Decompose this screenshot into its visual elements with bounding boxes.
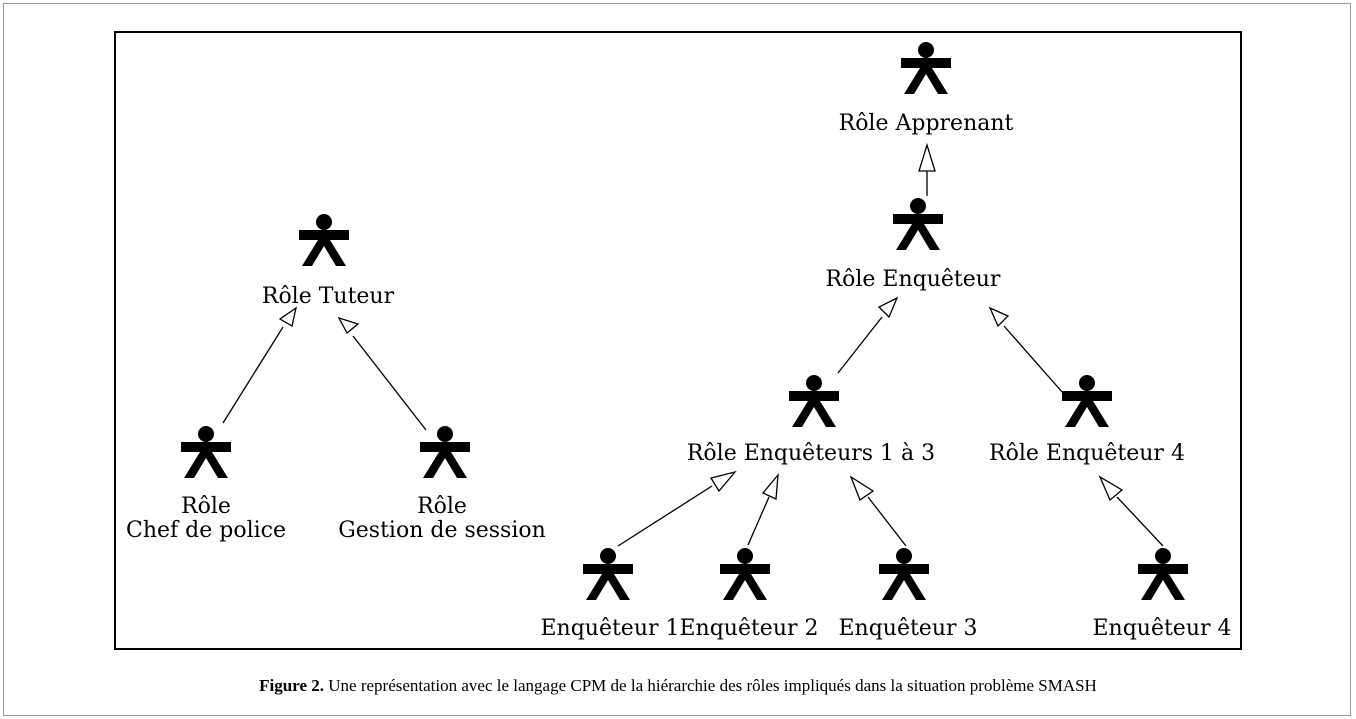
inheritance-arrowhead	[278, 306, 297, 328]
inheritance-arrowhead	[849, 475, 875, 502]
actor-icon	[1138, 548, 1188, 600]
actor-icon	[720, 548, 770, 600]
role-apprenant-label: Rôle Apprenant	[839, 111, 1014, 136]
actor-icon	[789, 375, 839, 427]
figure-caption: Figure 2. Une représentation avec le lan…	[0, 676, 1356, 696]
inheritance-arrowhead	[918, 142, 936, 172]
role-enqueteurs-1-3-label: Rôle Enquêteurs 1 à 3	[687, 441, 935, 466]
actor-icon	[420, 426, 470, 478]
actor-icon	[299, 214, 349, 266]
diagram-border	[114, 31, 1242, 650]
actor-icon	[1062, 375, 1112, 427]
role-enqueteur-4-label: Rôle Enquêteur 4	[989, 441, 1185, 466]
figure-caption-text: Une représentation avec le langage CPM d…	[324, 676, 1097, 695]
inheritance-arrowhead	[761, 473, 779, 500]
role-chef-label-line1: Rôle	[181, 494, 231, 519]
actor-icon	[901, 42, 951, 94]
figure-caption-label: Figure 2.	[259, 676, 325, 695]
inheritance-arrowhead	[1098, 475, 1124, 502]
actor-icon	[583, 548, 633, 600]
enqueteur-2-label: Enquêteur 2	[679, 616, 818, 641]
enqueteur-1-label: Enquêteur 1	[540, 616, 679, 641]
enqueteur-4-label: Enquêteur 4	[1092, 616, 1231, 641]
actor-icon	[893, 198, 943, 250]
role-enqueteur-label: Rôle Enquêteur	[826, 267, 1001, 292]
inheritance-arrowhead	[877, 296, 899, 319]
inheritance-arrowhead	[988, 306, 1010, 328]
actor-icon	[879, 548, 929, 600]
enqueteur-3-label: Enquêteur 3	[838, 616, 977, 641]
inheritance-arrowhead	[337, 316, 360, 335]
actor-icon	[181, 426, 231, 478]
role-gestion-label-line1: Rôle	[417, 494, 467, 519]
inheritance-arrowhead	[709, 470, 737, 493]
role-gestion-label-line2: Gestion de session	[338, 518, 546, 543]
connector-lines	[222, 142, 1164, 547]
role-tuteur-label: Rôle Tuteur	[262, 284, 395, 309]
role-chef-label-line2: Chef de police	[126, 518, 286, 543]
